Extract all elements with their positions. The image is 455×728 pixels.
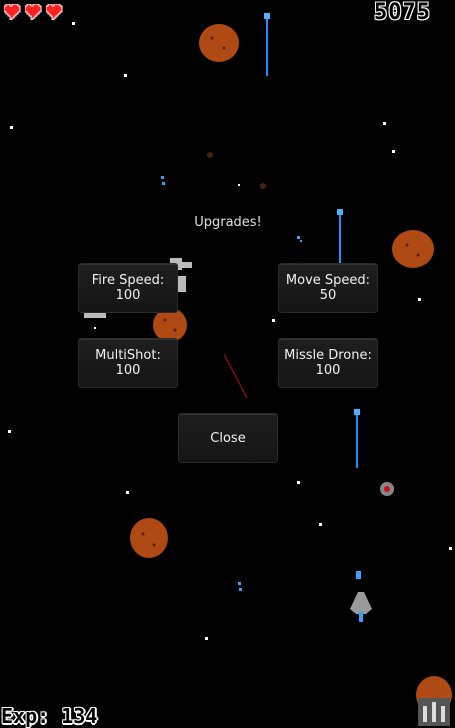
- fleet-menu-icon[interactable]: [418, 698, 450, 726]
- fire-speed-upgrade-button[interactable]: Fire Speed: 100: [78, 263, 178, 313]
- missile-drone-label: Missle Drone:: [284, 348, 372, 363]
- heart-icon: [4, 4, 21, 20]
- enemy-trail: [223, 353, 248, 399]
- fire-speed-label: Fire Speed:: [91, 273, 165, 288]
- multishot-label: MultiShot:: [95, 348, 161, 363]
- laser-beam: [264, 13, 270, 76]
- heart-icon: [25, 4, 42, 20]
- missile-drone-upgrade-button[interactable]: Missle Drone: 100: [278, 338, 378, 388]
- exp-display: Exp: 134: [1, 704, 97, 728]
- exp-label: Exp:: [1, 704, 50, 728]
- starfield: [8, 22, 452, 640]
- multishot-cost: 100: [115, 363, 141, 378]
- fire-speed-cost: 100: [115, 288, 141, 303]
- lives-display: [4, 4, 64, 20]
- exp-value: 134: [61, 704, 98, 728]
- laser-beam: [354, 409, 360, 468]
- upgrades-title: Upgrades!: [194, 215, 262, 230]
- asteroid: [199, 24, 239, 62]
- asteroid: [153, 308, 187, 342]
- enemy-mine: [380, 482, 394, 496]
- plasma-shot: [161, 176, 302, 591]
- missile-drone-cost: 100: [315, 363, 341, 378]
- move-speed-label: Move Speed:: [285, 273, 371, 288]
- player-ship: [350, 571, 372, 622]
- move-speed-cost: 50: [319, 288, 337, 303]
- asteroid-fragment: [207, 152, 213, 158]
- asteroid: [392, 230, 434, 268]
- close-button[interactable]: Close: [178, 413, 278, 463]
- close-label: Close: [210, 430, 246, 446]
- multishot-upgrade-button[interactable]: MultiShot: 100: [78, 338, 178, 388]
- move-speed-upgrade-button[interactable]: Move Speed: 50: [278, 263, 378, 313]
- asteroid-fragment: [260, 183, 266, 189]
- heart-icon: [46, 4, 63, 20]
- score-display: 5075: [373, 0, 431, 26]
- laser-beam: [337, 209, 343, 272]
- asteroid: [130, 518, 168, 558]
